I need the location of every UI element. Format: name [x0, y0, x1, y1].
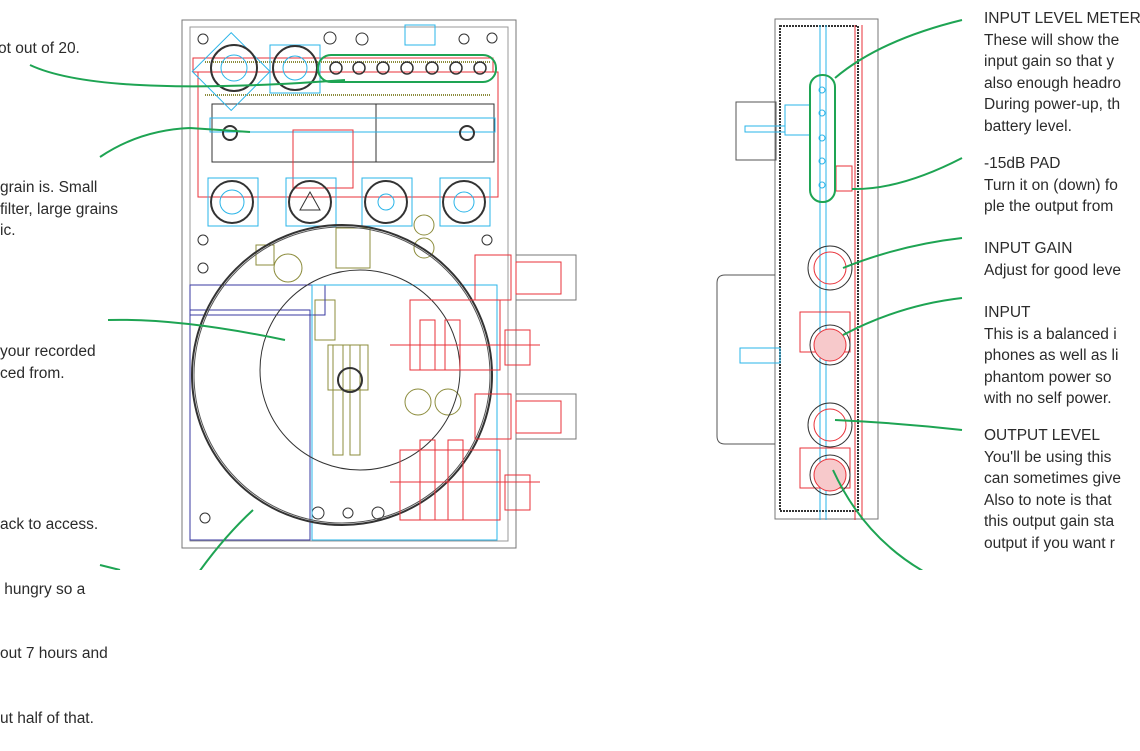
side-view-pcb — [716, 18, 879, 520]
annotation-line: also enough headro — [984, 74, 1122, 92]
annotation-line: battery level. — [984, 117, 1072, 135]
annotation-input-level-meter: INPUT LEVEL METER These will show the in… — [984, 8, 1140, 137]
annotation-line: Adjust for good leve — [984, 261, 1122, 279]
led-meter-highlight — [317, 54, 497, 83]
annotation-line: output if you want r — [984, 534, 1115, 552]
annotation-output-level: OUTPUT LEVEL You'll be using this can so… — [984, 425, 1121, 554]
annotation-line: This is a balanced i — [984, 325, 1117, 343]
led-meter-side-highlight — [809, 74, 836, 203]
annotation-line: Turn it on (down) fo — [984, 176, 1118, 194]
annotation-line: out 7 hours and — [0, 645, 108, 662]
annotation-title: INPUT LEVEL METER — [984, 10, 1140, 27]
annotation-line: can sometimes give — [984, 470, 1121, 487]
annotation-title: -15dB PAD — [984, 155, 1061, 172]
annotation-line: ic. — [0, 222, 16, 239]
annotation-line: hungry so a — [0, 580, 86, 598]
annotation-line: your recorded — [0, 343, 96, 360]
front-view-pcb — [181, 19, 577, 549]
annotation-pad: -15dB PAD Turn it on (down) fo ple the o… — [984, 153, 1118, 218]
annotation-line: ot out of 20. — [0, 40, 80, 57]
annotation-line: with no self power. — [984, 390, 1112, 407]
annotation-input: INPUT This is a balanced i phones as wel… — [984, 302, 1118, 410]
annotation-line: ced from. — [0, 364, 65, 382]
annotation-2: grain is. Small filter, large grains ic. — [0, 177, 118, 242]
annotation-line: You'll be using this — [984, 448, 1112, 466]
annotation-title: OUTPUT LEVEL — [984, 427, 1101, 444]
annotation-4: ack to access. hungry so a out 7 hours a… — [0, 471, 108, 751]
annotation-line: These will show the — [984, 31, 1120, 49]
leader-lines — [29, 19, 963, 570]
annotation-line: filter, large grains — [0, 200, 119, 218]
annotation-line: ut half of that. — [0, 709, 94, 727]
annotation-line: Also to note is that — [984, 491, 1112, 509]
annotation-input-gain: INPUT GAIN Adjust for good leve — [984, 238, 1121, 281]
annotation-line: ack to access. — [0, 516, 99, 533]
annotation-line: phones as well as li — [984, 347, 1119, 364]
annotation-1: ot out of 20. — [0, 38, 80, 60]
annotation-line: ple the output from — [984, 198, 1114, 215]
annotation-title: INPUT — [984, 304, 1031, 321]
annotation-line: grain is. Small — [0, 179, 98, 196]
annotation-line: input gain so that y — [984, 53, 1115, 70]
annotation-3: your recorded ced from. — [0, 341, 96, 384]
annotation-line: this output gain sta — [984, 513, 1115, 530]
annotation-title: INPUT GAIN — [984, 240, 1073, 257]
annotation-line: phantom power so — [984, 368, 1112, 386]
device-diagram — [29, 18, 963, 570]
annotation-line: During power-up, th — [984, 96, 1121, 113]
